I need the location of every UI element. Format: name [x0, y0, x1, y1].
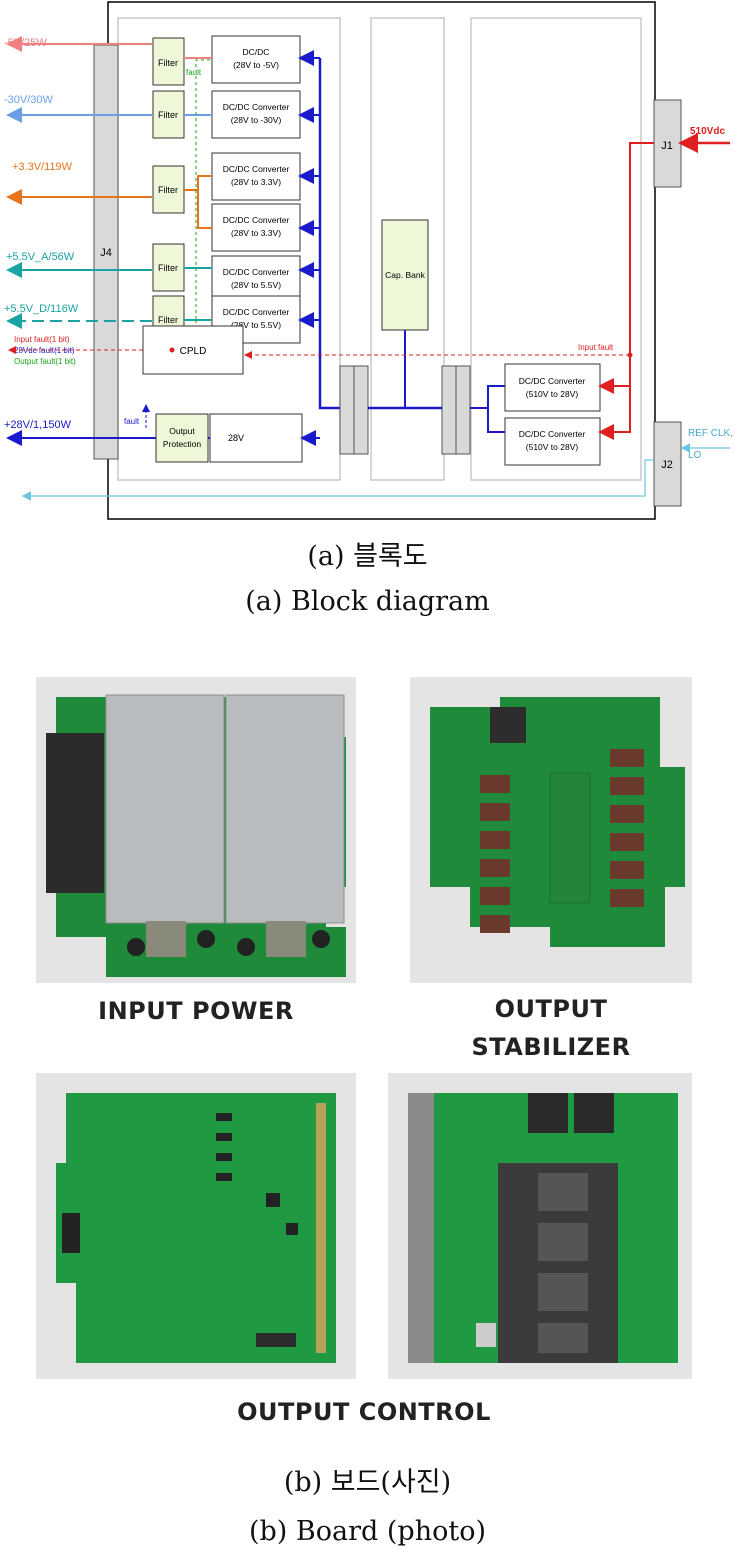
svg-text:(28V to -30V): (28V to -30V) [231, 115, 282, 125]
board-photo-output-control-1 [36, 1073, 356, 1379]
bus-28v [318, 58, 340, 410]
input-converter-block: DC/DC Converter (510V to 28V) [504, 363, 601, 412]
svg-text:CPLD: CPLD [180, 346, 207, 357]
fault-bit-input: Input fault(1 bit) [14, 335, 70, 344]
output-label-5v5a: +5.5V_A/56W [6, 251, 75, 263]
output-label-3v3: +3.3V/119W [12, 161, 73, 173]
input-label-510v: 510Vdc [690, 126, 725, 137]
svg-text:(510V to 28V): (510V to 28V) [526, 389, 579, 399]
connector-pair-left-b [353, 365, 369, 455]
section-middle [370, 17, 445, 481]
input-fault-label: Input fault [578, 343, 614, 352]
j1-label: J1 [661, 140, 673, 152]
svg-text:Filter: Filter [158, 185, 178, 195]
svg-text:Output: Output [169, 426, 195, 436]
filter-block: Filter [152, 165, 185, 214]
bus-right [487, 408, 505, 433]
output-label-28v: +28V/1,150W [4, 419, 72, 431]
ref-clk-label: REF CLK, [688, 428, 733, 439]
output-label-m5v: -5V/25W [4, 37, 47, 49]
cap-bank-block: Cap. Bank [381, 219, 429, 331]
converter-block: DC/DC (28V to -5V) [211, 35, 301, 84]
converter-block: DC/DC Converter (28V to 5.5V) [211, 255, 301, 304]
svg-text:DC/DC Converter: DC/DC Converter [223, 164, 290, 174]
label-input-power: INPUT POWER [98, 997, 294, 1025]
svg-text:DC/DC Converter: DC/DC Converter [223, 215, 290, 225]
connector-j1 [653, 99, 682, 188]
caption-a-korean: (a) 블록도 [307, 541, 428, 572]
connector-pair-right [441, 365, 457, 455]
svg-text:(28V to 5.5V): (28V to 5.5V) [231, 320, 281, 330]
svg-text:Filter: Filter [158, 58, 178, 68]
svg-text:Cap. Bank: Cap. Bank [385, 270, 425, 280]
output-protection-block: Output Protection [155, 413, 209, 463]
svg-text:(28V to 3.3V): (28V to 3.3V) [231, 177, 281, 187]
svg-text:Filter: Filter [158, 315, 178, 325]
fault-bit-output: Output fault(1 bit) [14, 357, 76, 366]
board-photo-output-control-2 [388, 1073, 692, 1379]
fault-dot [169, 347, 175, 353]
board-photo-input-power [36, 677, 356, 983]
svg-text:DC/DC Converter: DC/DC Converter [223, 267, 290, 277]
label-output-stabilizer-2: STABILIZER [471, 1033, 631, 1061]
link-line [184, 175, 212, 191]
svg-text:DC/DC: DC/DC [243, 47, 270, 57]
output-label-m30v: -30V/30W [4, 94, 54, 106]
svg-text:Filter: Filter [158, 110, 178, 120]
caption-b-english: (b) Board (photo) [248, 1516, 486, 1547]
connector-pair-right-b [455, 365, 471, 455]
svg-text:Protection: Protection [163, 439, 202, 449]
filter-block: Filter [152, 37, 185, 86]
converter-block: DC/DC Converter (28V to -30V) [211, 90, 301, 139]
j4-label: J4 [100, 247, 112, 259]
caption-b-korean: (b) 보드(사진) [283, 1467, 452, 1498]
ref-clk-label-2: LO [688, 450, 702, 461]
svg-text:(28V to -5V): (28V to -5V) [233, 60, 279, 70]
converter-block: DC/DC Converter (28V to 3.3V) [211, 203, 301, 252]
label-output-stabilizer-1: OUTPUT [494, 995, 608, 1023]
output-label-5v5d: +5.5V_D/116W [4, 303, 79, 315]
caption-a-english: (a) Block diagram [245, 586, 490, 617]
svg-text:28V: 28V [228, 433, 244, 443]
svg-text:(510V to 28V): (510V to 28V) [526, 442, 579, 452]
fault-label-green: fault [186, 68, 202, 77]
svg-text:DC/DC Converter: DC/DC Converter [223, 307, 290, 317]
svg-text:DC/DC Converter: DC/DC Converter [519, 376, 586, 386]
filter-block: Filter [152, 243, 185, 292]
link-line [197, 190, 212, 229]
svg-text:Filter: Filter [158, 263, 178, 273]
filter-block: Filter [152, 90, 185, 139]
converter-block: DC/DC Converter (28V to 3.3V) [211, 152, 301, 201]
ref-clk-line [21, 459, 654, 501]
svg-text:(28V to 3.3V): (28V to 3.3V) [231, 228, 281, 238]
j2-label: J2 [661, 459, 673, 471]
connector-j2 [653, 421, 682, 507]
svg-text:DC/DC Converter: DC/DC Converter [519, 429, 586, 439]
fault-label-blue: fault [124, 417, 140, 426]
connector-pair-left [339, 365, 355, 455]
fault-line-green [195, 59, 210, 320]
v28-block: 28V [209, 413, 303, 463]
svg-text:(28V to 5.5V): (28V to 5.5V) [231, 280, 281, 290]
input-converter-block: DC/DC Converter (510V to 28V) [504, 417, 601, 466]
label-output-control: OUTPUT CONTROL [237, 1398, 491, 1426]
line-510v [598, 142, 654, 440]
board-photo-output-stabilizer [410, 677, 692, 983]
block-diagram: J4 J1 J2 -5V/25W -30V/30W +3.3V/119W +5.… [4, 1, 733, 520]
bus-right [470, 385, 505, 409]
cpld-block: CPLD [142, 325, 244, 375]
svg-text:DC/DC Converter: DC/DC Converter [223, 102, 290, 112]
section-right [470, 17, 642, 481]
